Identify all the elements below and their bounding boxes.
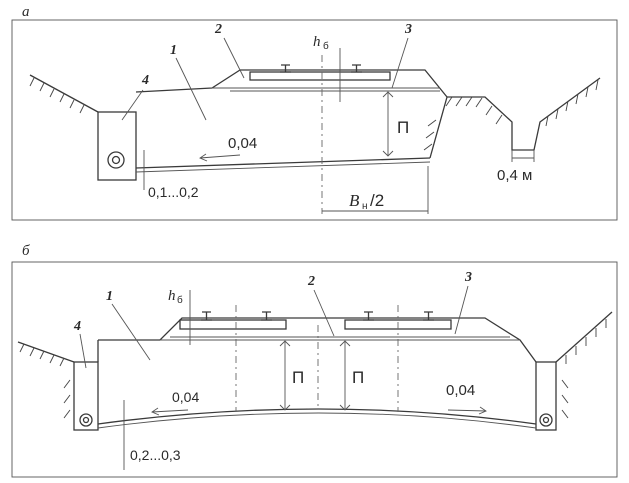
- subgrade-body: [135, 69, 448, 159]
- width-dimension: [322, 166, 429, 214]
- right-ground-b: [555, 311, 613, 363]
- subgrade-body-b: [98, 317, 537, 363]
- left-ground-hatch: [29, 77, 85, 114]
- callout-b4: 4: [73, 319, 81, 334]
- callout-3: 3: [404, 22, 412, 37]
- right-ground-hatch-b: [561, 319, 607, 419]
- slope-label: 0,04: [228, 135, 257, 152]
- left-drain-trench: [73, 361, 99, 431]
- subgrade-bottom-b-2: [97, 412, 537, 429]
- callout-2: 2: [214, 22, 222, 37]
- ditch-width-label: 0,4 м: [497, 167, 532, 184]
- hb-sub-b: б: [177, 294, 183, 306]
- subgrade-bottom-b: [97, 408, 537, 425]
- callout-b1-leader: [111, 303, 151, 361]
- offset-label: 0,1...0,2: [148, 184, 199, 200]
- callout-1-leader: [175, 57, 207, 121]
- callout-1: 1: [170, 43, 177, 58]
- drain-pipe: [107, 151, 125, 169]
- width-sub: н: [362, 201, 368, 212]
- left-drain-pipe: [79, 413, 93, 427]
- callout-b2: 2: [307, 274, 315, 289]
- right-ground-hatch: [423, 79, 599, 151]
- left-ground-b: [17, 341, 75, 363]
- left-ground-hatch-b: [19, 343, 71, 419]
- pavement-slab: [249, 71, 391, 81]
- hb-label-b: h: [168, 288, 176, 304]
- right-drain-trench: [535, 361, 557, 431]
- height-dimension-right: [339, 340, 351, 411]
- panel-b-frame: [11, 261, 618, 478]
- panel-a-frame: [11, 19, 618, 221]
- drain-pipe-core: [111, 155, 121, 165]
- rails: [280, 64, 362, 73]
- slope-arrow-right: [447, 406, 487, 415]
- ditch-dimension: [511, 150, 535, 162]
- hb-label: h: [313, 34, 321, 50]
- right-drain-pipe: [539, 413, 553, 427]
- panel-b-letter: б: [22, 243, 30, 259]
- callout-2-leader: [223, 37, 245, 79]
- slope-arrow-left: [151, 407, 189, 416]
- drain-trench: [97, 111, 137, 181]
- left-drain-pipe-core: [82, 416, 90, 424]
- right-drain-pipe-core: [542, 416, 550, 424]
- panel-b: б: [11, 243, 618, 478]
- callout-4: 4: [141, 73, 149, 88]
- right-ground-ditch: [447, 77, 601, 151]
- slope-label-right: 0,04: [446, 382, 475, 399]
- panel-a-letter: а: [22, 4, 30, 20]
- panel-a: а: [11, 4, 618, 221]
- callout-b3: 3: [464, 270, 472, 285]
- height-label-right: П: [352, 368, 364, 387]
- slope-label-left: 0,04: [172, 389, 199, 405]
- pavement-slab-left: [179, 319, 287, 330]
- subgrade-bottom-line: [135, 157, 431, 169]
- subgrade-bottom-line-2: [135, 161, 431, 173]
- callout-4-leader: [121, 89, 144, 121]
- left-ground-slope: [29, 74, 99, 113]
- height-label-left: П: [292, 368, 304, 387]
- callout-b4-leader: [79, 333, 87, 369]
- callout-3-leader: [391, 37, 409, 89]
- callout-b2-leader: [313, 289, 335, 337]
- slope-arrow: [199, 153, 241, 162]
- rails-b: [201, 311, 434, 321]
- callout-b1: 1: [106, 289, 113, 304]
- callout-b3-leader: [454, 285, 469, 335]
- width-suffix: /2: [370, 191, 384, 210]
- offset-label-b: 0,2...0,3: [130, 447, 181, 463]
- height-dimension-left: [279, 340, 291, 411]
- height-label: П: [397, 118, 409, 137]
- hb-sub: б: [323, 40, 329, 52]
- width-label: B: [349, 191, 360, 210]
- height-dimension: [382, 91, 394, 157]
